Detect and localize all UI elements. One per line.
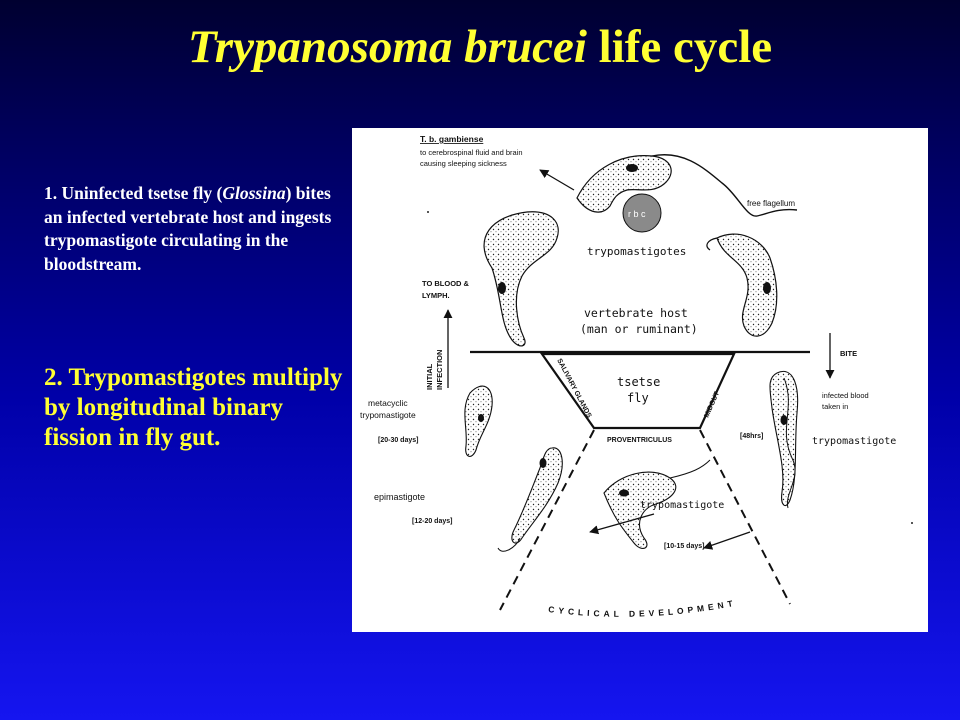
slide-title: Trypanosoma brucei life cycle xyxy=(0,21,960,74)
vertebrate-host-label: vertebrate host xyxy=(584,306,688,320)
nucleus-right xyxy=(763,282,771,294)
rbc-cell xyxy=(622,193,662,233)
epimastigote-label: epimastigote xyxy=(374,492,425,502)
metacyclic-label-1: metacyclic xyxy=(368,398,408,408)
nucleus-epimastigote xyxy=(539,458,547,468)
point-2-text: 2. Trypomastigotes multiply by longitudi… xyxy=(44,364,343,451)
nucleus-top xyxy=(626,164,638,172)
point-1-suffix: ) bites an infected vertebrate host and … xyxy=(44,183,332,274)
dashed-line-left xyxy=(499,429,595,611)
trypanosome-right-body xyxy=(716,233,778,337)
right-flagellum xyxy=(706,237,718,251)
cyclical-development-label: CYCLICAL DEVELOPMENT xyxy=(548,598,738,619)
metacyclic-body xyxy=(464,385,493,457)
midgut-label: MIDGUT xyxy=(703,390,721,419)
trypanosome-left-body xyxy=(483,211,559,347)
trypomastigote-center-label: trypomastigote xyxy=(640,500,724,511)
free-flagellum-label: free flagellum xyxy=(747,199,795,208)
salivary-glands-label: SALIVARY GLANDS xyxy=(555,358,592,420)
arrow-to-brain xyxy=(539,169,575,191)
hrs-48-label: [48hrs] xyxy=(740,433,763,440)
epimastigote-body xyxy=(511,447,563,544)
title-rest: life cycle xyxy=(586,21,773,73)
infected-blood-label-1: infected blood xyxy=(822,391,869,400)
cyclical-development-textpath: CYCLICAL DEVELOPMENT xyxy=(548,598,734,619)
man-or-ruminant-label: (man or ruminant) xyxy=(580,322,698,336)
trypomastigotes-label: trypomastigotes xyxy=(587,245,686,258)
initial-infection-label-1: INITIAL xyxy=(425,363,434,390)
tbg-line1-label: to cerebrospinal fluid and brain xyxy=(420,148,523,157)
tsetse-label: tsetse xyxy=(617,375,660,389)
tsetse-fly-compartment xyxy=(539,352,736,430)
epimastigote-flagellum xyxy=(497,537,521,552)
speck-right xyxy=(911,522,913,524)
point-1-genus: Glossina xyxy=(222,183,286,203)
nucleus-left xyxy=(498,282,506,294)
arrow-to-center-trypomastigote xyxy=(703,531,751,550)
trypomastigote-right-label: trypomastigote xyxy=(812,436,896,447)
point-1-prefix: 1. Uninfected tsetse fly ( xyxy=(44,183,223,203)
fly-label: fly xyxy=(627,391,649,405)
speck-left xyxy=(427,211,429,213)
rbc-label: r b c xyxy=(628,209,646,219)
midgut-trypomastigote-membrane xyxy=(783,377,796,509)
nucleus-metacyclic xyxy=(478,414,484,422)
point-1-text: 1. Uninfected tsetse fly (Glossina) bite… xyxy=(44,182,350,276)
free-flagellum-line xyxy=(651,154,798,217)
bite-label: BITE xyxy=(840,349,857,358)
tbg-line2-label: causing sleeping sickness xyxy=(420,159,507,168)
days-10-15-label: [10-15 days] xyxy=(664,543,704,550)
dashed-line-right xyxy=(699,429,791,605)
to-blood-label-1: TO BLOOD & xyxy=(422,279,470,288)
tbg-title-label: T. b. gambiense xyxy=(420,134,484,144)
nucleus-midgut xyxy=(780,415,788,425)
nucleus-center xyxy=(619,489,629,497)
proventriculus-label: PROVENTRICULUS xyxy=(607,437,672,444)
center-trypomastigote-flagellum xyxy=(669,459,711,479)
metacyclic-label-2: trypomastigote xyxy=(360,410,416,420)
to-blood-label-2: LYMPH. xyxy=(422,291,450,300)
infected-blood-label-2: taken in xyxy=(822,402,848,411)
trypanosome-top-body xyxy=(576,155,672,213)
midgut-trypomastigote-body xyxy=(769,370,799,507)
days-12-20-label: [12-20 days] xyxy=(412,518,452,525)
title-species: Trypanosoma brucei xyxy=(187,21,587,73)
life-cycle-svg: T. b. gambiense to cerebrospinal fluid a… xyxy=(360,134,913,619)
days-20-30-label: [20-30 days] xyxy=(378,437,418,444)
initial-infection-label-2: INFECTION xyxy=(435,350,444,390)
life-cycle-diagram: T. b. gambiense to cerebrospinal fluid a… xyxy=(352,128,928,632)
